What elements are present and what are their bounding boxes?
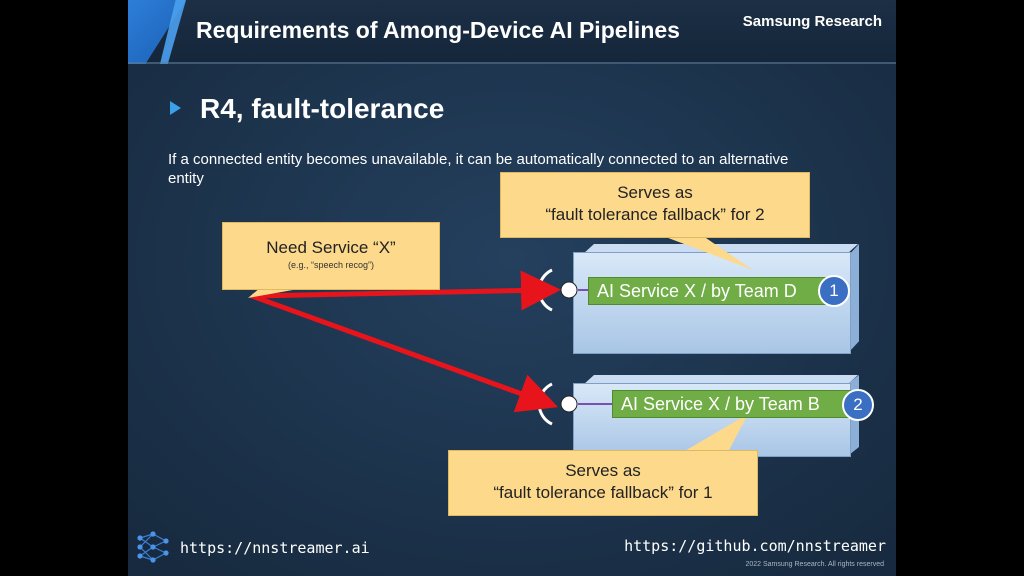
callout-fallback-for-1: Serves as “fault tolerance fallback” for… [448,450,758,516]
header-band [128,0,896,64]
arrow-icon [251,293,559,413]
box-side-face [849,244,859,352]
callout-need-example: (e.g., “speech recog”) [287,260,375,270]
callout-fallback-2-line2: “fault tolerance fallback” for 2 [545,205,765,224]
play-bullet-icon [170,101,181,115]
arrow-icon [251,270,561,311]
footer-website-link[interactable]: https://nnstreamer.ai [180,539,370,557]
callout-tail-fallback-2 [663,236,753,270]
neural-network-logo-icon [137,531,169,563]
callout-tail-need [248,288,304,298]
description-text: If a connected entity becomes unavailabl… [168,151,789,187]
callout-fallback-1-line1: Serves as [565,461,641,480]
header-divider [128,62,896,64]
callout-need-service: Need Service “X” (e.g., “speech recog”) [222,222,440,290]
callout-fallback-2-line1: Serves as [617,183,693,202]
service-badge-2: 2 [842,389,874,421]
callout-need-title: Need Service “X” [266,238,396,257]
slide-title: Requirements of Among-Device AI Pipeline… [196,17,680,43]
section-heading: R4, fault-tolerance [200,93,445,124]
slide: Requirements of Among-Device AI Pipeline… [128,0,896,576]
brand-label: Samsung Research [742,13,882,30]
box-top-face [583,375,858,385]
footer-github-link[interactable]: https://github.com/nnstreamer [624,537,886,555]
callout-tail-fallback-1 [683,414,748,452]
footer-copyright: 2022 Samsung Research. All rights reserv… [745,561,884,568]
service-label-team-b: AI Service X / by Team B [612,390,854,418]
service-label-team-d: AI Service X / by Team D [588,277,830,305]
service-badge-1: 1 [818,275,850,307]
connector-overlay [248,236,753,452]
callout-fallback-for-2: Serves as “fault tolerance fallback” for… [500,172,810,238]
plug-socket-icon [537,382,578,426]
callout-fallback-1-line2: “fault tolerance fallback” for 1 [493,483,713,502]
